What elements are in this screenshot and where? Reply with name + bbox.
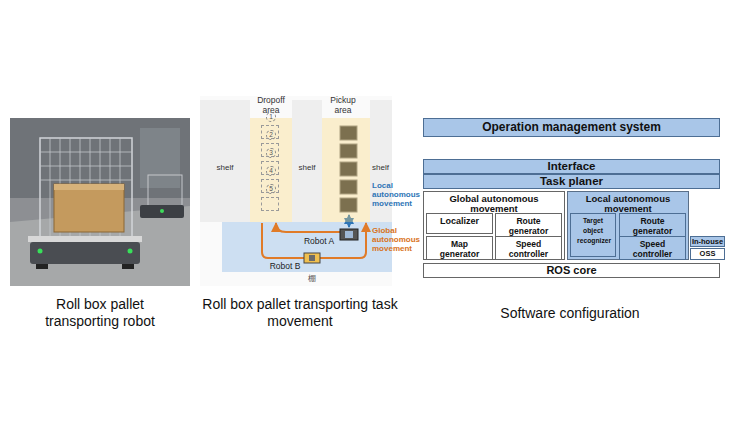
panel-caption: Roll box pallet transporting task moveme… [200,296,400,330]
photo-robot-plate [28,236,142,242]
module-box: Speed controller [495,236,562,260]
panel-caption: Roll box pallet transporting robot [25,296,175,330]
shelf-label: shelf [295,163,319,173]
box-text: Map generator [427,239,492,259]
area-band: Dropoff area12345 [250,118,292,222]
photo-cage [40,138,132,240]
box-text: Route generator [496,216,561,236]
group-heading: Local autonomous movement [568,194,688,214]
module-group: Local autonomous movementTarget object r… [567,191,689,260]
movement-label: Global autonomous movement [372,226,422,253]
box-text: 5 [266,184,276,194]
module-box: Route generator [495,213,562,237]
box-text: Task planer [540,176,603,188]
global-path [276,223,340,232]
robot-label: Robot A [300,236,338,246]
shelf-area [200,100,250,222]
area-band: Pickup area [322,118,370,222]
photo-far-cage [148,175,182,207]
legend-text: In-house [692,238,723,246]
robot-label: Robot B [266,261,304,271]
legend-text: OSS [700,250,716,258]
box-text: 2 [266,130,276,140]
robot-icon-top [309,255,315,261]
note-label: 棚 [302,274,322,284]
photo-light [160,209,164,213]
travel-area [222,222,392,272]
box-text: Target object recognizer [571,216,615,246]
module-group: Global autonomous movementLocalizer Route… [423,191,565,260]
legend-swatch: OSS [690,248,725,260]
module-box: Route generator [619,213,686,237]
robot-icon [304,253,320,263]
box-text: Localizer [427,216,492,226]
layer-box: Task planer [423,174,720,189]
photo-light [38,249,43,254]
module-box: Target object recognizer [570,213,616,257]
shelf-label: shelf [213,163,237,173]
photo-far-robot [140,205,184,218]
photo-wheel [36,264,48,269]
robot-icon [340,229,358,240]
photo-carton-top [54,184,124,190]
layer-box: ROS core [423,263,720,278]
photo-shelf [140,128,180,188]
group-heading: Global autonomous movement [424,194,564,214]
module-box: Localizer [426,213,493,234]
photo-robot-base [30,242,140,264]
map-ground [200,96,392,286]
robot-icon-top [345,231,353,238]
panel-caption: Software configuration [460,305,680,322]
box-text: Interface [548,161,596,173]
photo-ground [10,118,190,286]
module-box: Map generator [426,236,493,260]
module-box: Speed controller [619,236,686,260]
photo-cage-wire [40,138,132,240]
robot-photo [10,118,190,286]
box-text: Speed controller [620,239,685,259]
layer-box: Operation management system [423,118,720,137]
slot-box: 5 [261,197,279,211]
box-text: Route generator [620,216,685,236]
layer-box: Interface [423,159,720,174]
movement-label: Local autonomous movement [372,181,422,208]
box-text: Operation management system [482,121,661,133]
box-text: 1 [266,112,276,122]
photo-wheel [122,264,134,269]
photo-light [128,249,133,254]
box-text: ROS core [546,265,596,276]
box-text: 4 [266,166,276,176]
box-text: Speed controller [496,239,561,259]
box-text: 3 [266,148,276,158]
photo-carton [54,184,124,232]
task-map [200,96,392,286]
shelf-label: shelf [370,163,391,173]
shelf-area [292,100,322,222]
area-heading: Pickup area [323,96,363,115]
legend-swatch: In-house [690,236,725,247]
